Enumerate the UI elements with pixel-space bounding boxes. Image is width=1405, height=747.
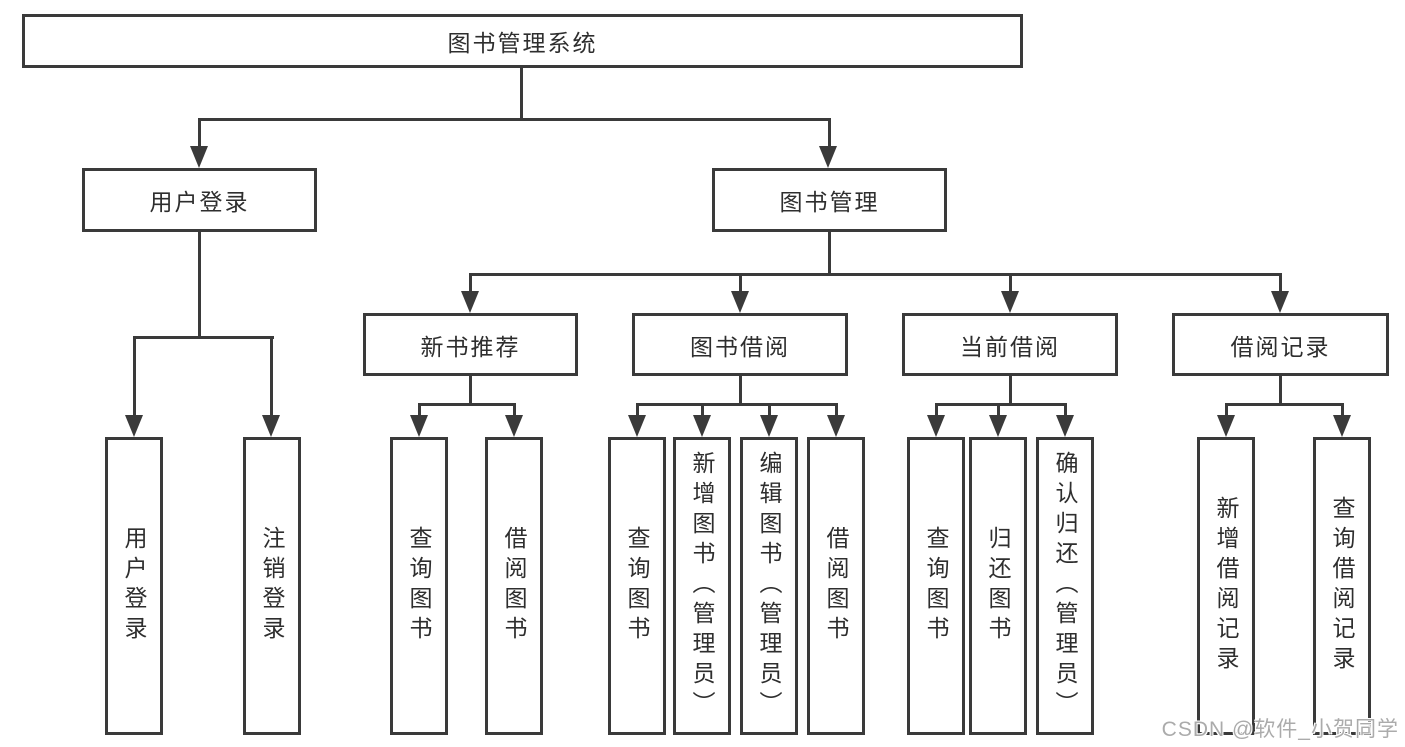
node-new-book-recommend: 新书推荐 <box>363 313 578 376</box>
arrowhead-borrow-add <box>693 415 711 437</box>
connector-login-drop-1 <box>133 336 136 417</box>
arrowhead-recommend-query <box>410 415 428 437</box>
connector-borrow-stem <box>739 376 742 403</box>
node-book-manage: 图书管理 <box>712 168 947 232</box>
leaf-borrow-add-book-admin: 新增图书（管理员） <box>673 437 731 735</box>
connector-borrow-drop-3 <box>768 403 771 417</box>
leaf-borrow-query-book: 查询图书 <box>608 437 666 735</box>
arrowhead-recommend-borrow <box>505 415 523 437</box>
arrowhead-to-user-login <box>190 146 208 168</box>
connector-manage-drop-2 <box>739 273 742 295</box>
leaf-recommend-query-book: 查询图书 <box>390 437 448 735</box>
leaf-record-add-record: 新增借阅记录 <box>1197 437 1255 735</box>
arrowhead-borrow-borrow <box>827 415 845 437</box>
arrowhead-to-recommend <box>461 291 479 313</box>
leaf-record-query-record: 查询借阅记录 <box>1313 437 1371 735</box>
leaf-current-query-book: 查询图书 <box>907 437 965 735</box>
arrowhead-current-confirm <box>1056 415 1074 437</box>
leaf-user-login: 用户登录 <box>105 437 163 735</box>
connector-borrow-drop-1 <box>636 403 639 417</box>
connector-current-drop-3 <box>1064 403 1067 417</box>
connector-login-split <box>133 336 274 339</box>
connector-record-split <box>1225 403 1344 406</box>
leaf-current-return-book: 归还图书 <box>969 437 1027 735</box>
connector-root-stem <box>520 68 523 118</box>
arrowhead-current-query <box>927 415 945 437</box>
arrowhead-to-borrow-record <box>1271 291 1289 313</box>
connector-current-stem <box>1009 376 1012 403</box>
arrowhead-record-add <box>1217 415 1235 437</box>
connector-root-split <box>198 118 830 121</box>
arrowhead-to-book-manage <box>819 146 837 168</box>
connector-manage-drop-1 <box>469 273 472 295</box>
arrowhead-borrow-query <box>628 415 646 437</box>
connector-root-to-login <box>198 118 201 150</box>
connector-manage-split <box>469 273 1282 276</box>
leaf-borrow-edit-book-admin: 编辑图书（管理员） <box>740 437 798 735</box>
leaf-recommend-borrow-book: 借阅图书 <box>485 437 543 735</box>
node-root: 图书管理系统 <box>22 14 1023 68</box>
arrowhead-to-current-borrow <box>1001 291 1019 313</box>
arrowhead-leaf-logout <box>262 415 280 437</box>
connector-borrow-drop-4 <box>835 403 838 417</box>
node-book-borrow: 图书借阅 <box>632 313 848 376</box>
connector-recommend-split <box>418 403 516 406</box>
arrowhead-borrow-edit <box>760 415 778 437</box>
leaf-logout: 注销登录 <box>243 437 301 735</box>
watermark: CSDN @软件_小贺同学 <box>1161 718 1399 741</box>
leaf-current-confirm-return-admin: 确认归还（管理员） <box>1036 437 1094 735</box>
connector-manage-drop-3 <box>1009 273 1012 295</box>
arrowhead-leaf-user-login <box>125 415 143 437</box>
connector-manage-drop-4 <box>1279 273 1282 295</box>
connector-recommend-stem <box>469 376 472 403</box>
leaf-borrow-borrow-book: 借阅图书 <box>807 437 865 735</box>
connector-login-stem <box>198 232 201 336</box>
node-user-login: 用户登录 <box>82 168 317 232</box>
connector-current-drop-1 <box>935 403 938 417</box>
connector-manage-stem <box>828 232 831 273</box>
connector-borrow-drop-2 <box>701 403 704 417</box>
connector-record-stem <box>1279 376 1282 403</box>
arrowhead-record-query <box>1333 415 1351 437</box>
node-borrow-record: 借阅记录 <box>1172 313 1389 376</box>
connector-record-drop-2 <box>1341 403 1344 417</box>
node-current-borrow: 当前借阅 <box>902 313 1118 376</box>
connector-current-drop-2 <box>997 403 1000 417</box>
connector-recommend-drop-2 <box>513 403 516 417</box>
connector-record-drop-1 <box>1225 403 1228 417</box>
arrowhead-to-book-borrow <box>731 291 749 313</box>
connector-recommend-drop-1 <box>418 403 421 417</box>
connector-current-split <box>935 403 1067 406</box>
connector-borrow-split <box>636 403 838 406</box>
arrowhead-current-return <box>989 415 1007 437</box>
connector-root-to-manage <box>828 118 831 150</box>
connector-login-drop-2 <box>270 336 273 417</box>
